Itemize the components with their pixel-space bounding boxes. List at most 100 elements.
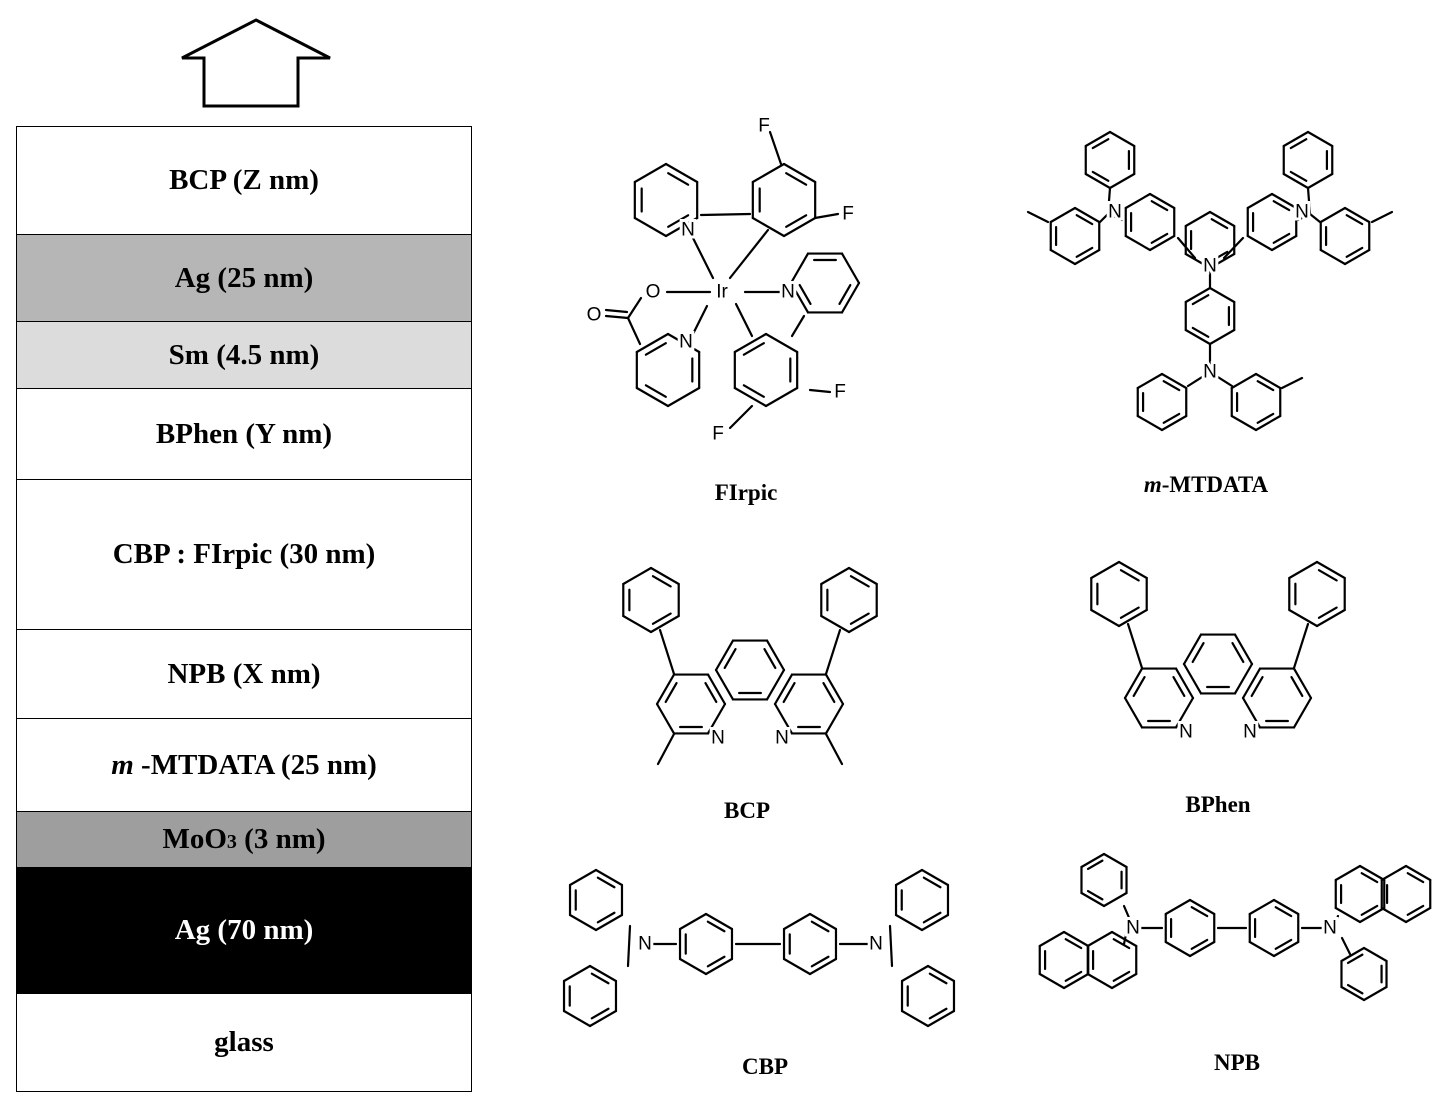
- bond: [1250, 676, 1264, 698]
- bond: [651, 612, 672, 625]
- bond: [1184, 286, 1212, 304]
- bond: [1315, 608, 1346, 628]
- layer-label: Ag (70 nm): [174, 914, 314, 946]
- bond: [633, 162, 668, 184]
- bond: [1208, 328, 1236, 346]
- bond: [651, 575, 672, 588]
- bond: [1358, 906, 1386, 924]
- bond: [894, 913, 924, 932]
- bond: [1038, 930, 1066, 948]
- bond: [1210, 250, 1229, 262]
- bond: [706, 920, 726, 933]
- bond: [1184, 210, 1212, 228]
- bond: [822, 682, 836, 704]
- bond: [849, 612, 870, 625]
- atom-fluorine-label: F: [842, 204, 854, 225]
- bond: [751, 216, 786, 238]
- bond: [1404, 906, 1432, 924]
- atom-oxygen-label: O: [587, 305, 602, 326]
- bond: [1075, 246, 1094, 258]
- bond: [1084, 130, 1112, 148]
- bond: [1241, 667, 1262, 700]
- bond: [604, 314, 630, 320]
- bond: [1049, 206, 1077, 224]
- bond: [1362, 985, 1388, 1002]
- layer-label: Ag (25 nm): [174, 261, 314, 294]
- bond: [1289, 138, 1308, 150]
- bond: [594, 913, 624, 932]
- bond: [678, 912, 708, 931]
- bond: [1098, 212, 1110, 224]
- atom-nitrogen-label: N: [681, 220, 695, 241]
- layer-label: Sm (4.5 nm): [168, 338, 320, 371]
- bond: [1124, 192, 1152, 210]
- bond: [699, 212, 752, 217]
- bond: [1086, 889, 1104, 901]
- bond: [1231, 642, 1245, 664]
- bond: [1080, 891, 1106, 908]
- bond: [838, 283, 852, 305]
- bond: [810, 955, 830, 968]
- bond: [1362, 946, 1388, 963]
- bond: [808, 388, 832, 394]
- bond: [900, 1009, 930, 1028]
- bond: [1282, 172, 1310, 190]
- bond: [1233, 633, 1254, 666]
- bond: [1102, 891, 1128, 908]
- bond: [1306, 130, 1334, 148]
- bond: [1049, 248, 1077, 266]
- bond: [1233, 662, 1254, 695]
- atom-iridium-label: Ir: [716, 282, 728, 303]
- bond: [1148, 234, 1176, 252]
- layer-glass: glass: [17, 994, 471, 1091]
- bond: [888, 924, 894, 968]
- bond: [782, 912, 812, 931]
- bond: [1176, 236, 1197, 260]
- layer-label: m -MTDATA (25 nm): [111, 748, 377, 781]
- bond: [1272, 898, 1300, 916]
- bond: [1108, 172, 1136, 190]
- bond: [928, 972, 948, 985]
- bond: [1274, 938, 1293, 950]
- bond: [782, 957, 812, 976]
- bond: [751, 162, 786, 184]
- layer-label: glass: [214, 1026, 274, 1058]
- layer-label: MoO3 (3 nm): [162, 823, 326, 855]
- bond: [1317, 606, 1338, 619]
- bond: [1162, 380, 1181, 392]
- bond: [588, 964, 618, 983]
- bond: [1248, 940, 1276, 958]
- bond: [1306, 186, 1312, 216]
- bond: [847, 614, 878, 634]
- bond: [704, 912, 734, 931]
- bond: [810, 920, 830, 933]
- bond: [664, 162, 699, 184]
- bond: [900, 964, 930, 983]
- bond: [590, 972, 610, 985]
- atom-fluorine-label: F: [758, 116, 770, 137]
- bond: [1340, 985, 1366, 1002]
- bond: [1406, 872, 1425, 884]
- bond: [1345, 246, 1364, 258]
- bond: [1248, 898, 1276, 916]
- bond: [1272, 940, 1300, 958]
- atom-nitrogen-label: N: [638, 934, 652, 955]
- bond: [1340, 946, 1366, 963]
- bond: [1188, 898, 1216, 916]
- bond: [706, 673, 727, 706]
- atom-nitrogen-label: N: [1323, 918, 1337, 939]
- bond: [742, 384, 765, 398]
- bond: [1123, 696, 1144, 729]
- bond: [1315, 560, 1346, 580]
- bond: [1160, 414, 1188, 432]
- bond: [764, 386, 799, 408]
- layer-label: BCP (Z nm): [169, 164, 319, 196]
- bond: [1345, 214, 1364, 226]
- bond: [622, 566, 653, 586]
- bond: [1274, 906, 1293, 918]
- bond: [1160, 372, 1188, 390]
- bond: [1306, 172, 1334, 190]
- bond: [1241, 696, 1262, 729]
- bond: [1270, 234, 1298, 252]
- bond: [1343, 248, 1371, 266]
